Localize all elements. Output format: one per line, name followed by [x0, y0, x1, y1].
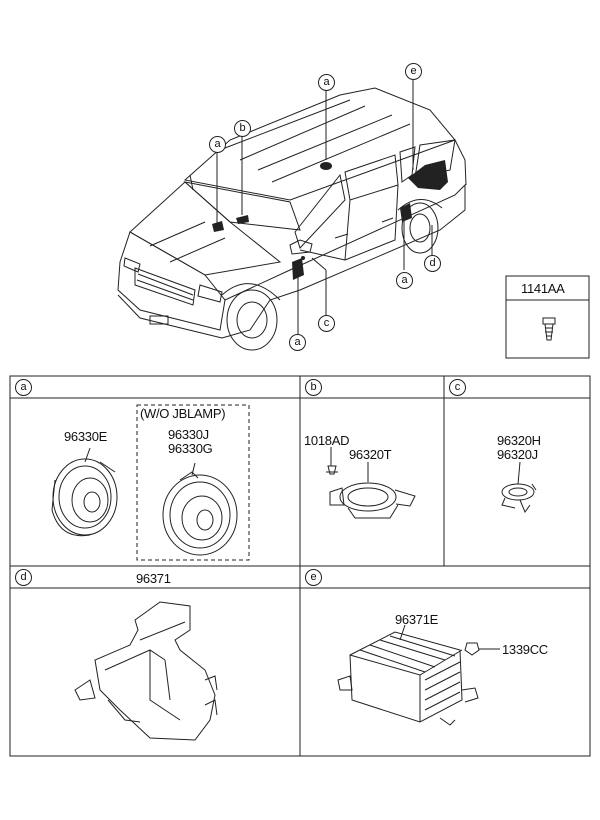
- part-number-96330g: 96330G: [168, 441, 213, 456]
- tweeter-96320h-icon: [501, 461, 537, 514]
- bolt-icon: [542, 317, 556, 341]
- callout-a-rear: a: [396, 272, 413, 289]
- callout-leaders: [216, 80, 433, 335]
- speaker-96330j-icon: [162, 462, 238, 556]
- callout-d: d: [424, 255, 441, 272]
- part-number-96330e: 96330E: [64, 429, 108, 444]
- box-1141aa: [505, 275, 590, 359]
- section-c-letter: c: [449, 379, 466, 396]
- wo-jblamp-box: [136, 404, 250, 561]
- part-number-96320h: 96320H: [497, 433, 541, 448]
- part-number-1018ad: 1018AD: [304, 433, 350, 448]
- part-number-1141aa: 1141AA: [521, 281, 565, 296]
- speaker-96330e-icon: [51, 447, 118, 537]
- callout-a-left: a: [209, 136, 226, 153]
- tweeter-96320t-icon: [326, 447, 416, 519]
- section-a-letter: a: [15, 379, 32, 396]
- part-number-96330j: 96330J: [168, 427, 209, 442]
- section-e-letter: e: [305, 569, 322, 586]
- callout-c: c: [318, 315, 335, 332]
- section-d-title: 96371: [136, 571, 171, 586]
- amplifier-96371e-icon: [337, 624, 500, 726]
- section-b-letter: b: [305, 379, 322, 396]
- callout-a-top: a: [318, 74, 335, 91]
- section-d-letter: d: [15, 569, 32, 586]
- callout-b: b: [234, 120, 251, 137]
- callout-e: e: [405, 63, 422, 80]
- wo-jblamp-label: (W/O JBLAMP): [140, 406, 226, 421]
- callout-a-front: a: [289, 334, 306, 351]
- vehicle-illustration: [117, 87, 467, 351]
- part-locations: [212, 160, 448, 280]
- part-number-1339cc: 1339CC: [502, 642, 548, 657]
- part-number-96320j: 96320J: [497, 447, 538, 462]
- part-number-96320t: 96320T: [349, 447, 392, 462]
- bracket-96371-icon: [74, 601, 218, 741]
- part-number-96371e: 96371E: [395, 612, 439, 627]
- parts-grid: [9, 375, 591, 757]
